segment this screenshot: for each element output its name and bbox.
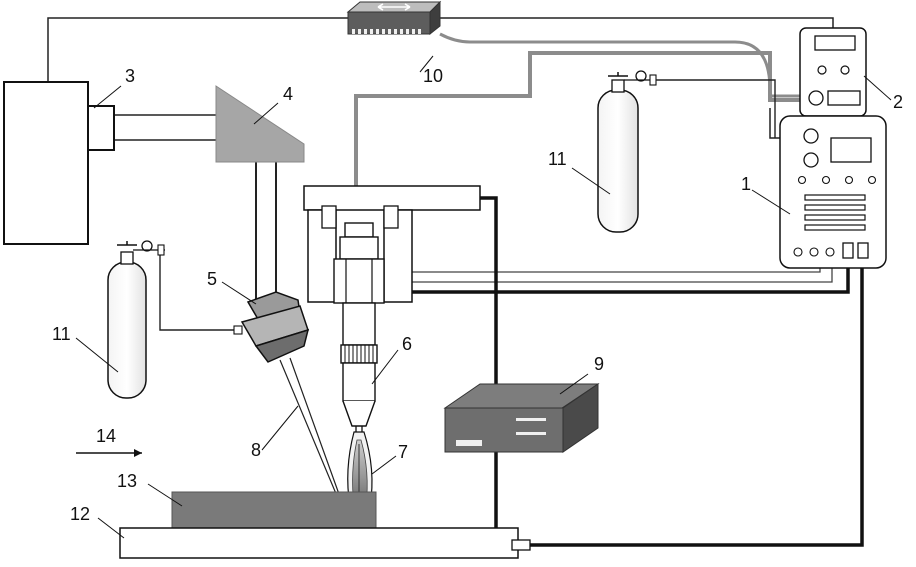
label-11-right: 11 [548, 149, 567, 169]
label-10: 10 [423, 66, 443, 86]
laser-3 [4, 82, 114, 244]
gas-line-right [657, 80, 775, 138]
label-2: 2 [893, 92, 903, 112]
unit-2 [800, 28, 866, 116]
unit-1 [780, 116, 886, 268]
label-1: 1 [741, 174, 751, 194]
label-8: 8 [251, 440, 261, 460]
cable-bracket-to-9 [478, 198, 496, 528]
label-12: 12 [70, 504, 90, 524]
wiring [48, 18, 862, 545]
label-5: 5 [207, 269, 217, 289]
control-line-a [410, 252, 820, 272]
laser-beam-8a [280, 360, 342, 508]
gas-cylinder-right [598, 71, 657, 232]
gas-line-left [160, 250, 240, 330]
laser-head-5 [234, 292, 344, 508]
leader-lines [76, 56, 891, 538]
label-11-left: 11 [52, 324, 71, 344]
laser-beam-8b [290, 358, 344, 508]
label-9: 9 [594, 354, 604, 374]
device-9 [445, 384, 598, 452]
gas-cylinder-left [108, 241, 165, 398]
controller-10 [348, 2, 440, 34]
control-line-b [410, 252, 832, 282]
label-13: 13 [117, 471, 137, 491]
travel-direction-arrow [76, 449, 142, 457]
label-3: 3 [125, 66, 135, 86]
worktable-12 [120, 528, 530, 558]
label-6: 6 [402, 334, 412, 354]
label-7: 7 [398, 442, 408, 462]
label-4: 4 [283, 84, 293, 104]
torch-assembly [304, 186, 480, 432]
label-14: 14 [96, 426, 116, 446]
workpiece-13 [172, 492, 376, 528]
